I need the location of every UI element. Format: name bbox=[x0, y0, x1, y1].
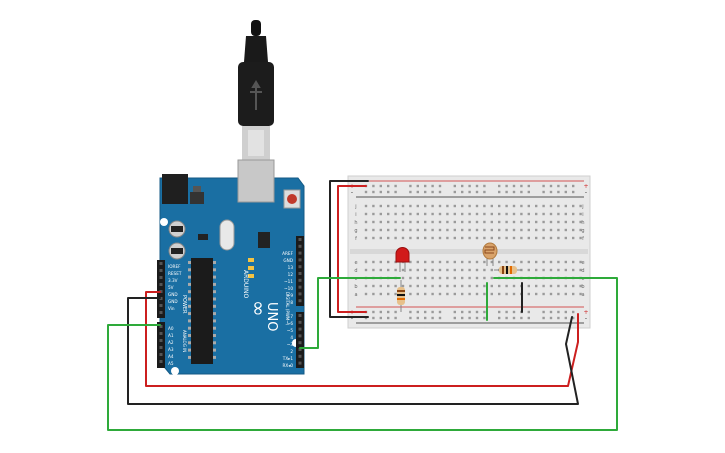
digital-pin-label: RX◂0 bbox=[282, 363, 293, 368]
row-letter: b bbox=[581, 284, 584, 290]
analog-pin-label: A2 bbox=[168, 340, 174, 345]
rail-sign: + bbox=[583, 183, 588, 190]
row-letter: d bbox=[354, 268, 357, 274]
rail-jumper-black[interactable] bbox=[329, 180, 369, 318]
rail-jumper-red[interactable] bbox=[337, 185, 367, 313]
row-letter: e bbox=[354, 260, 357, 266]
digital-pin-label: 7 bbox=[290, 314, 293, 319]
status-leds bbox=[248, 258, 254, 278]
rail-sign: - bbox=[585, 315, 587, 322]
digital-header-title: DIGITAL (PWM~) bbox=[285, 292, 290, 326]
digital-pin-label: ~6 bbox=[287, 321, 294, 326]
digital-pin-label: ~9 bbox=[287, 293, 294, 298]
digital-pin-label: ~3 bbox=[287, 342, 294, 347]
row-letter: a bbox=[581, 292, 584, 298]
digital-header-top bbox=[296, 236, 304, 306]
power-pin-label: RESET bbox=[168, 271, 182, 276]
red-led[interactable] bbox=[395, 247, 410, 273]
5v-wire[interactable] bbox=[145, 291, 579, 387]
a0-wire[interactable] bbox=[107, 277, 618, 431]
usb-icon bbox=[250, 80, 262, 110]
led-resistor[interactable] bbox=[397, 280, 405, 312]
row-letter: g bbox=[354, 228, 357, 234]
power-pin-label: 3.3V bbox=[168, 278, 178, 283]
digital-pin-label: TX▸1 bbox=[282, 356, 294, 361]
microcontroller-chip bbox=[191, 258, 213, 364]
arduino-logo: ∞ bbox=[247, 300, 271, 317]
digital-pin-label: ~5 bbox=[287, 328, 294, 333]
usb-port bbox=[237, 159, 275, 203]
digital-header-bottom bbox=[296, 312, 304, 368]
power-pin-label: 5V bbox=[168, 285, 174, 290]
analog-pin-label: A1 bbox=[168, 333, 174, 338]
digital-pin-label: 8 bbox=[290, 300, 293, 305]
gnd-wire[interactable] bbox=[127, 297, 579, 405]
digital-pin-label: 2 bbox=[290, 349, 293, 354]
row-letter: b bbox=[354, 284, 357, 290]
row-letter: h bbox=[581, 220, 584, 226]
photoresistor[interactable] bbox=[482, 242, 498, 266]
rail-sign: - bbox=[585, 189, 587, 196]
power-pin-label: IOREF bbox=[168, 264, 181, 269]
power-header bbox=[157, 260, 165, 318]
analog-pin-label: A4 bbox=[168, 354, 174, 359]
row-letter: f bbox=[355, 236, 357, 242]
rail-sign: - bbox=[351, 315, 353, 322]
row-letter: d bbox=[581, 268, 584, 274]
center-channel bbox=[350, 249, 588, 254]
analog-header-title: ANALOG IN bbox=[182, 330, 187, 352]
digital-pin-label: 4 bbox=[290, 335, 293, 340]
rail-sign: - bbox=[351, 189, 353, 196]
digital-pin-label: AREF bbox=[282, 251, 293, 256]
digital-pin-label: ~11 bbox=[284, 279, 293, 284]
usb-cable bbox=[238, 20, 274, 160]
power-pin-label: Vin bbox=[168, 306, 175, 311]
brand-name: ARDUINO bbox=[242, 270, 249, 299]
row-letter: j bbox=[581, 204, 583, 210]
arduino-board[interactable]: UNO ARDUINO ∞ POWER DIGITAL (PWM~) ANALO… bbox=[157, 159, 305, 375]
row-letter: e bbox=[581, 260, 584, 266]
analog-pin-label: A5 bbox=[168, 361, 174, 366]
row-letter: a bbox=[354, 292, 357, 298]
ldr-resistor[interactable] bbox=[494, 266, 522, 274]
row-letter: i bbox=[582, 212, 583, 218]
power-pin-label: GND bbox=[168, 299, 178, 304]
power-header-title: POWER bbox=[181, 295, 187, 314]
digital-pin-label: ~10 bbox=[284, 286, 293, 291]
row-letter: h bbox=[354, 220, 357, 226]
analog-pin-label: A3 bbox=[168, 347, 174, 352]
analog-pin-label: A0 bbox=[168, 326, 174, 331]
board-name: UNO bbox=[264, 302, 279, 331]
digital-wire[interactable] bbox=[299, 277, 401, 349]
digital-pin-label: GND bbox=[283, 258, 293, 263]
digital-pin-label: 12 bbox=[288, 272, 294, 277]
row-letter: f bbox=[582, 236, 584, 242]
rail-sign: + bbox=[583, 309, 588, 316]
analog-header bbox=[157, 322, 165, 368]
power-jack bbox=[162, 174, 188, 204]
row-letter: j bbox=[354, 204, 356, 210]
row-letter: g bbox=[581, 228, 584, 234]
row-letter: i bbox=[355, 212, 356, 218]
digital-pin-label: 13 bbox=[288, 265, 294, 270]
power-pin-label: GND bbox=[168, 292, 178, 297]
